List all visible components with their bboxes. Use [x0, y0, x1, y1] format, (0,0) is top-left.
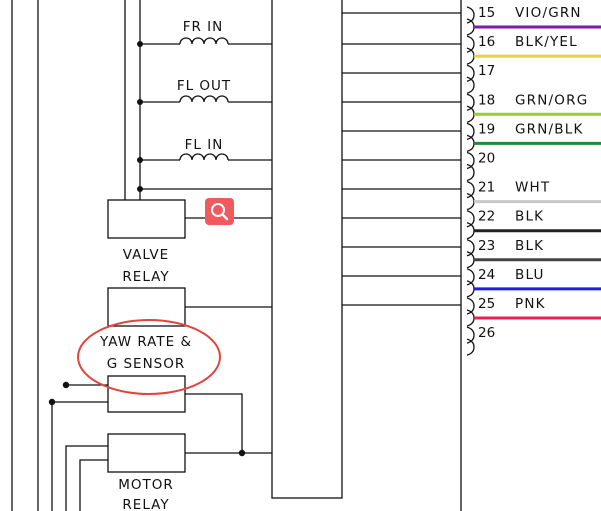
magnifier-icon	[211, 203, 229, 221]
terminal-bracket	[466, 297, 475, 327]
pin-number: 18	[478, 92, 495, 108]
connector-pin-row: 21 WHT	[466, 180, 601, 211]
pin-number: 20	[478, 151, 495, 167]
connector-pin-row: 16 BLK/YEL	[466, 34, 601, 65]
connector-pin-row: 26	[466, 325, 495, 356]
terminal-bracket	[466, 180, 475, 211]
yaw-sensor-label-1: YAW RATE &	[99, 334, 192, 350]
yaw-sensor-label-2: G SENSOR	[107, 356, 186, 372]
pin-number: 21	[478, 180, 495, 196]
motor-relay-label-2: RELAY	[122, 497, 169, 511]
connector-pin-row: 18 GRN/ORG	[466, 92, 601, 123]
valve-relay-label-2: RELAY	[122, 269, 169, 285]
fl-out-label: FL OUT	[177, 78, 231, 94]
connector-pins: 15 VIO/GRN 16 BLK/YEL 17 18 GRN/ORG 19 GRN/BLK 20…	[466, 5, 601, 356]
connector-pin-row: 25 PNK	[466, 296, 601, 327]
valve-relay-box	[107, 199, 186, 239]
connector-wires	[342, 12, 461, 306]
wire-color-label: BLK	[515, 238, 544, 254]
solenoid-fl-in	[137, 153, 272, 163]
wire-color-label: BLK/YEL	[515, 34, 578, 50]
pin-number: 23	[478, 238, 495, 254]
wire-color-label: PNK	[515, 296, 546, 312]
pin-number: 24	[478, 267, 495, 283]
wire-color-label: GRN/ORG	[515, 92, 588, 108]
pin-number: 26	[478, 325, 495, 341]
terminal-bracket	[466, 151, 475, 182]
pin-number: 16	[478, 34, 495, 50]
bus-lines	[11, 0, 462, 511]
terminal-bracket	[466, 268, 475, 298]
control-module-block	[271, 0, 343, 499]
terminal-bracket	[466, 6, 475, 36]
pin-number: 19	[478, 121, 495, 137]
wire-color-label: VIO/GRN	[515, 5, 582, 21]
connector-pin-row: 22 BLK	[466, 209, 601, 240]
connector-pin-row: 17	[466, 63, 495, 94]
terminal-bracket	[466, 64, 475, 94]
wire-color-label: BLU	[515, 267, 545, 283]
pin-number: 25	[478, 296, 495, 312]
connector-pin-row: 23 BLK	[466, 238, 601, 269]
fr-in-label: FR IN	[183, 19, 224, 35]
yaw-sensor-upper-box	[107, 287, 186, 327]
wire-color-label: WHT	[515, 180, 550, 196]
connector-pin-row: 20	[466, 151, 495, 182]
solenoid-fr-in	[137, 37, 272, 47]
terminal-bracket	[466, 35, 475, 65]
solenoid-fl-out	[137, 95, 272, 105]
valve-relay-label-1: VALVE	[123, 247, 169, 263]
pin-number: 17	[478, 63, 495, 79]
zoom-button[interactable]	[205, 198, 234, 225]
fl-in-label: FL IN	[185, 137, 224, 153]
terminal-bracket	[466, 326, 475, 356]
motor-relay-box	[107, 433, 186, 473]
connector-pin-row: 15 VIO/GRN	[466, 5, 601, 36]
terminal-bracket	[466, 122, 475, 153]
highlight-circle	[77, 319, 221, 395]
connector-pin-row: 24 BLU	[466, 267, 601, 298]
wire-color-label: BLK	[515, 209, 544, 225]
pin-number: 15	[478, 5, 495, 21]
wire-color-label: GRN/BLK	[515, 121, 584, 137]
terminal-bracket	[466, 239, 475, 269]
terminal-bracket	[466, 210, 475, 240]
pin-number: 22	[478, 209, 495, 225]
connector-pin-row: 19 GRN/BLK	[466, 121, 601, 153]
motor-relay-label-1: MOTOR	[118, 477, 174, 493]
terminal-bracket	[466, 93, 475, 123]
